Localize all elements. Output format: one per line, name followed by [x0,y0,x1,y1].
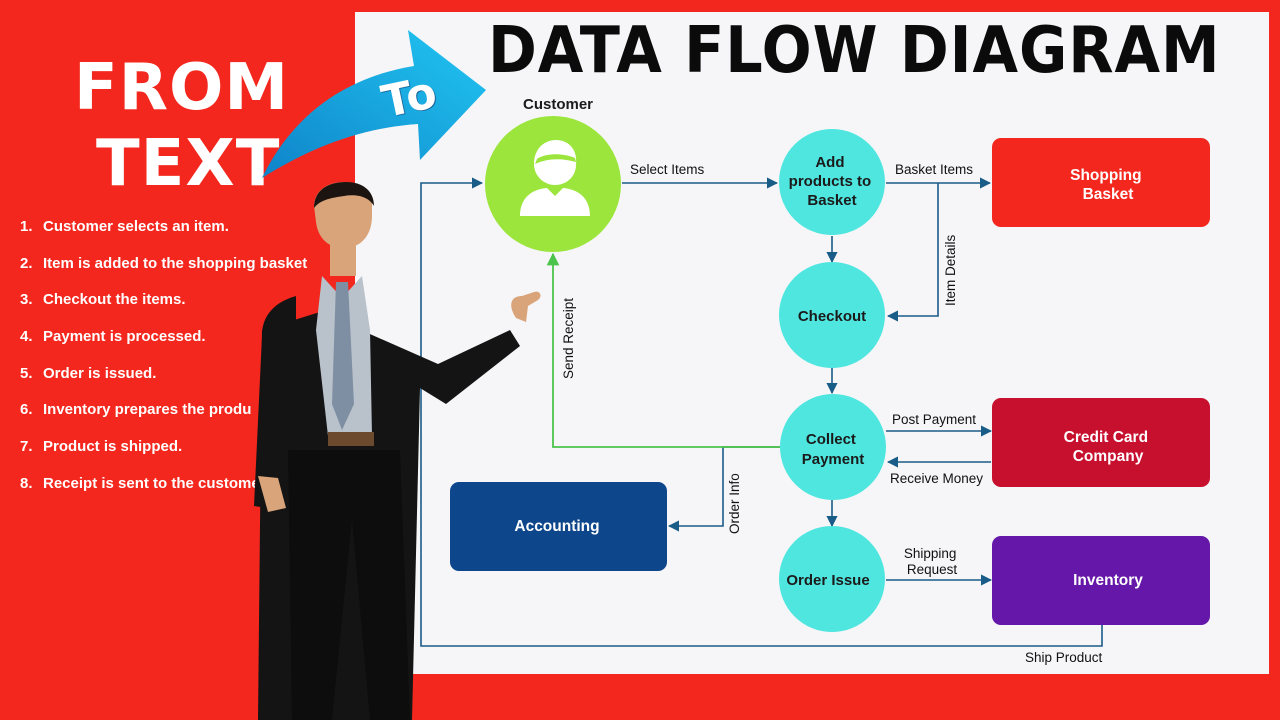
inventory-label: Inventory [1073,572,1143,589]
collect-payment-node [780,394,886,500]
step-number: 1. [20,218,33,235]
credit-card-company-label: Credit Card Company [1064,429,1153,465]
shopping-basket-line: Basket [1083,186,1134,203]
curved-arrow-icon [262,30,486,178]
shipping-request-line: Request [907,562,958,577]
accounting-label: Accounting [514,518,599,535]
step-number: 6. [20,401,33,419]
shipping-request-line: Shipping [904,546,957,561]
accounting-box [450,482,667,571]
collect-payment-label: Collect Payment [802,431,865,468]
list-item: 6. Inventory prepares the produ [20,399,320,436]
shopping-basket-line: Shopping [1070,167,1141,184]
list-item: 3. Checkout the items. [20,289,320,326]
list-item: 8. Receipt is sent to the custome [20,473,320,510]
order-issue-label: Order Issue [786,572,869,589]
step-text: Item is added to the shopping basket [43,254,308,272]
step-text: Order is issued. [43,364,157,382]
flow-order-info-line [667,446,780,532]
shopping-basket-label: Shopping Basket [1070,167,1146,203]
step-text: Customer selects an item. [43,218,229,235]
checkout-label: Checkout [798,308,866,325]
step-text: Receipt is sent to the custome [43,474,260,492]
collect-payment-line: Payment [802,451,865,468]
flow-send-receipt-line [546,252,780,448]
add-products-line: Basket [807,192,856,209]
basket-items-label: Basket Items [895,162,973,177]
add-products-label: Add products to Basket [789,154,876,209]
flow-item-details-line [886,183,939,322]
flow-ship-product-line [420,177,1103,647]
step-number: 5. [20,364,33,382]
steps-list: 1. Customer selects an item. 2. Item is ad… [20,216,320,510]
item-details-label: Item Details [943,234,958,306]
list-item: 2. Item is added to the shopping basket [20,253,320,290]
user-icon [520,140,590,216]
presenter-illustration [254,182,541,720]
ship-product-label: Ship Product [1025,650,1103,665]
shopping-basket-box [992,138,1210,227]
post-payment-label: Post Payment [892,412,976,427]
step-text: Inventory prepares the produ [43,401,252,419]
order-issue-node [779,526,885,632]
page-title: DATA FLOW DIAGRAM [488,14,1221,88]
from-word: FROM [74,51,290,125]
step-text: Checkout the items. [43,291,186,309]
from-text-heading: FROM TEXT [74,50,289,202]
credit-card-line: Credit Card [1064,429,1148,446]
collect-payment-line: Collect [806,431,856,448]
add-products-line: products to [789,173,872,190]
step-number: 7. [20,438,33,456]
inventory-box [992,536,1210,625]
text-word: TEXT [96,127,281,201]
receive-money-label: Receive Money [890,471,983,486]
list-item: 5. Order is issued. [20,363,320,400]
list-item: 7. Product is shipped. [20,436,320,473]
customer-label: Customer [523,96,593,113]
step-number: 3. [20,291,33,309]
add-products-line: Add [815,154,844,171]
credit-card-company-box [992,398,1210,487]
checkout-node [779,262,885,368]
step-text: Payment is processed. [43,328,206,346]
step-number: 8. [20,474,33,492]
list-item: 1. Customer selects an item. [20,216,320,253]
list-item: 4. Payment is processed. [20,326,320,363]
send-receipt-label: Send Receipt [561,298,576,379]
add-products-node [779,129,885,235]
step-text: Product is shipped. [43,438,183,456]
step-number: 2. [20,254,33,272]
step-number: 4. [20,328,33,346]
order-info-label: Order Info [727,473,742,534]
shipping-request-label: Shipping Request [904,546,960,577]
credit-card-line: Company [1073,448,1144,465]
select-items-label: Select Items [630,162,705,177]
